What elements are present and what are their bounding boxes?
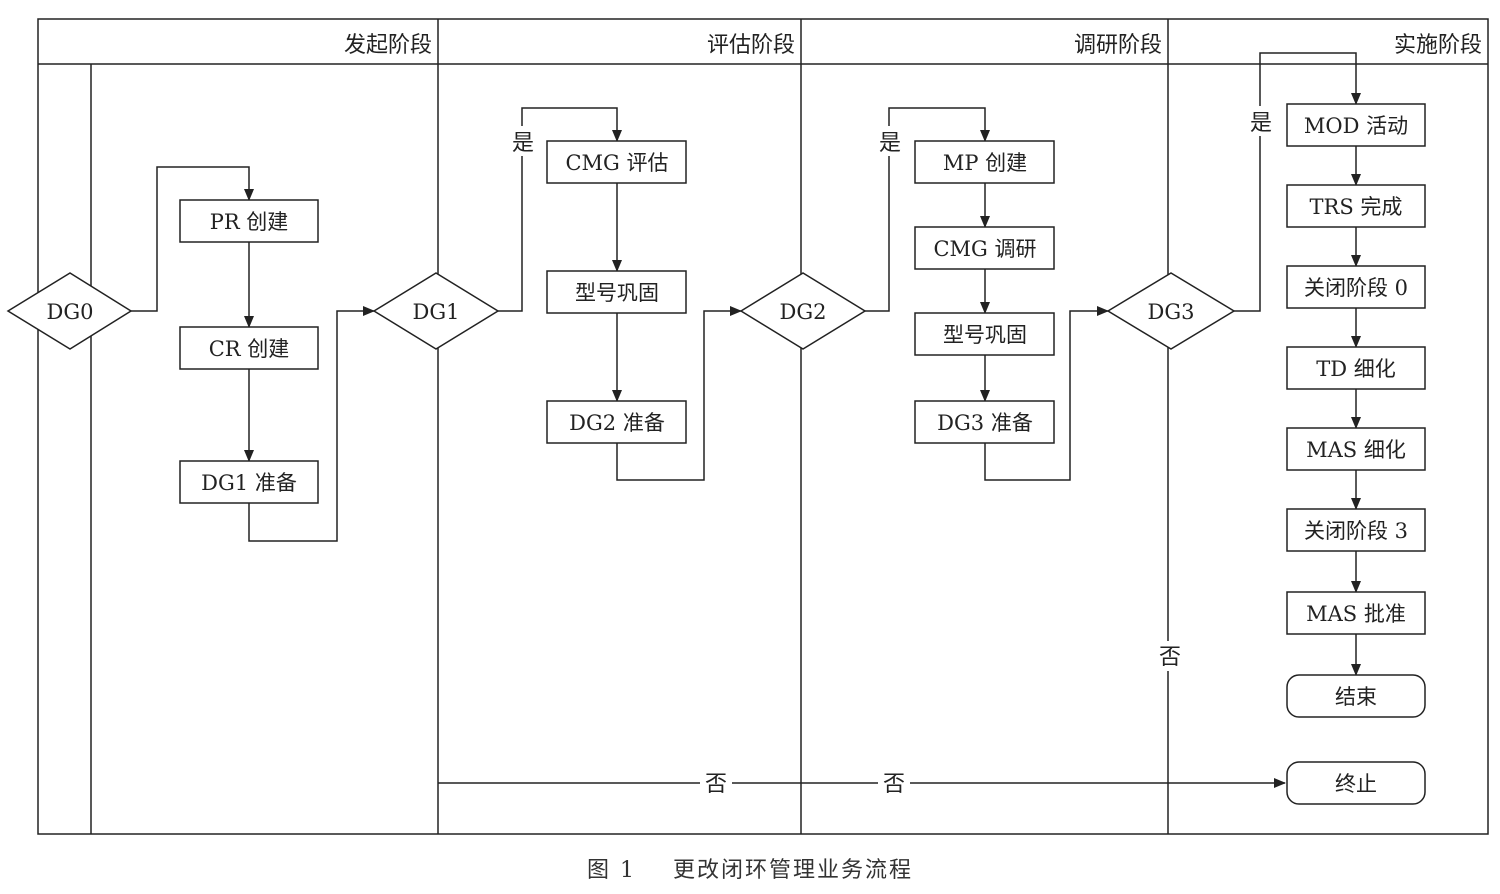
flowchart: 发起阶段 评估阶段 调研阶段 实施阶段 bbox=[6, 18, 1489, 835]
step-mod-activity-box bbox=[1286, 103, 1426, 147]
decision-dg3: DG3 bbox=[1106, 272, 1236, 350]
decision-dg2: DG2 bbox=[739, 272, 867, 350]
edge-label-yes-dg2: 是 bbox=[879, 131, 901, 156]
step-dg2-prep-box bbox=[546, 400, 687, 444]
terminal-end: 结束 bbox=[1335, 685, 1377, 709]
step-cmg-eval-box bbox=[546, 140, 687, 184]
step-dg3-prep-box bbox=[914, 400, 1055, 444]
edge-label-no-dg2: 否 bbox=[883, 772, 905, 797]
step-close-phase3: 关闭阶段 3 bbox=[1304, 519, 1408, 543]
step-mas-approve: MAS 批准 bbox=[1306, 602, 1406, 626]
step-td-refine-box bbox=[1286, 346, 1426, 390]
step-eval-consolidate-box bbox=[546, 270, 687, 314]
step-pr-create-box bbox=[179, 199, 319, 243]
terminal-terminate: 终止 bbox=[1335, 772, 1377, 796]
step-dg1-prep-box bbox=[179, 460, 319, 504]
decision-dg2-label: DG2 bbox=[780, 300, 827, 324]
decision-dg1: DG1 bbox=[372, 272, 500, 350]
connectors bbox=[131, 52, 1361, 788]
swimlane-frame bbox=[37, 18, 1489, 835]
step-research-consolidate-box bbox=[914, 312, 1055, 356]
step-mod-activity: MOD 活动 bbox=[1304, 114, 1408, 138]
step-trs-complete: TRS 完成 bbox=[1310, 195, 1403, 219]
step-pr-create: PR 创建 bbox=[210, 210, 289, 234]
step-eval-consolidate: 型号巩固 bbox=[575, 281, 659, 305]
lane-header-research: 调研阶段 bbox=[1074, 33, 1162, 58]
step-td-refine: TD 细化 bbox=[1316, 357, 1396, 381]
terminal-end-box bbox=[1286, 674, 1426, 718]
step-mas-approve-box bbox=[1286, 591, 1426, 635]
figure-number: 图 1 bbox=[586, 858, 636, 883]
step-cmg-research: CMG 调研 bbox=[933, 237, 1036, 261]
step-dg3-prep: DG3 准备 bbox=[937, 411, 1033, 435]
step-trs-complete-box bbox=[1286, 184, 1426, 228]
step-cmg-research-box bbox=[914, 226, 1055, 270]
terminal-terminate-box bbox=[1286, 761, 1426, 805]
edge-label-no-dg1: 否 bbox=[705, 772, 727, 797]
step-mp-create: MP 创建 bbox=[943, 151, 1027, 175]
step-research-consolidate: 型号巩固 bbox=[943, 323, 1027, 347]
step-mas-refine-box bbox=[1286, 427, 1426, 471]
step-dg1-prep: DG1 准备 bbox=[201, 471, 297, 495]
step-dg2-prep: DG2 准备 bbox=[569, 411, 665, 435]
step-mp-create-box bbox=[914, 140, 1055, 184]
figure-title: 更改闭环管理业务流程 bbox=[672, 858, 913, 883]
step-mas-refine: MAS 细化 bbox=[1306, 438, 1406, 462]
step-cr-create-box bbox=[179, 326, 319, 370]
lane-header-initiation: 发起阶段 bbox=[344, 33, 432, 58]
edge-label-yes-dg3: 是 bbox=[1250, 111, 1272, 136]
figure-caption: 图 1 更改闭环管理业务流程 bbox=[0, 852, 1500, 884]
decision-dg3-label: DG3 bbox=[1148, 300, 1195, 324]
decision-dg0: DG0 bbox=[6, 272, 133, 350]
edge-label-no-dg3: 否 bbox=[1159, 645, 1181, 670]
step-cmg-eval: CMG 评估 bbox=[565, 151, 668, 175]
step-close-phase0: 关闭阶段 0 bbox=[1304, 276, 1408, 300]
lane-header-evaluation: 评估阶段 bbox=[707, 33, 795, 58]
lane-header-implementation: 实施阶段 bbox=[1394, 33, 1482, 58]
step-cr-create: CR 创建 bbox=[209, 337, 290, 361]
step-close-phase3-box bbox=[1286, 508, 1426, 552]
edge-label-yes-dg1: 是 bbox=[512, 131, 534, 156]
step-close-phase0-box bbox=[1286, 265, 1426, 309]
decision-dg1-label: DG1 bbox=[413, 300, 460, 324]
decision-dg0-label: DG0 bbox=[47, 300, 94, 324]
